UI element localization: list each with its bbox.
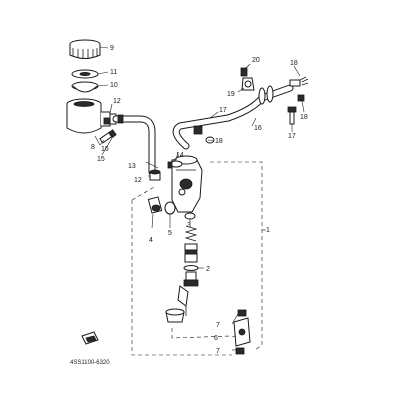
- clip-part: [81, 331, 99, 345]
- callout-5: 5: [168, 230, 172, 237]
- brake-hose: [172, 84, 294, 150]
- piston: [183, 271, 199, 287]
- nut-12: [149, 169, 161, 181]
- callout-1: 1: [266, 227, 270, 234]
- spring: [184, 225, 198, 242]
- callout-18-right: 18: [300, 114, 308, 121]
- reservoir-clamp: [103, 117, 111, 125]
- callout-20: 20: [252, 57, 260, 64]
- banjo-bolt-mid: [193, 125, 215, 144]
- callout-8: 8: [91, 144, 95, 151]
- o-ring-3: [184, 212, 196, 220]
- callout-16-left: 16: [101, 146, 109, 153]
- screw-top: [240, 67, 248, 77]
- callout-17-mid: 17: [219, 107, 227, 114]
- assembly-bracket: [131, 161, 263, 356]
- callout-17-right: 17: [288, 133, 296, 140]
- callout-13: 13: [128, 163, 136, 170]
- master-cylinder-body: [171, 155, 203, 213]
- callout-7-top: 7: [216, 322, 220, 329]
- washer-5: [164, 201, 176, 215]
- part-code: 4SS1100-6320: [70, 360, 110, 366]
- clevis: [233, 317, 251, 347]
- nut-7-top: [237, 309, 247, 317]
- nut-7-bottom: [235, 347, 245, 355]
- callout-11: 11: [110, 69, 117, 76]
- piston-cup: [184, 243, 198, 263]
- union-bolt-14: [167, 160, 183, 169]
- bolt-17-right: [287, 106, 297, 125]
- banjo-fitting-top: [241, 77, 255, 91]
- callout-7-bottom: 7: [216, 348, 220, 355]
- boot-4: [147, 196, 163, 214]
- callout-16-right: 16: [254, 125, 262, 132]
- banjo-bolt-right: [289, 76, 309, 102]
- boot: [165, 308, 185, 323]
- callout-2: 2: [206, 266, 210, 273]
- reservoir-cap: [69, 39, 101, 59]
- callout-10: 10: [110, 82, 118, 89]
- callout-3: 3: [187, 222, 191, 229]
- hose-guide: [258, 85, 274, 105]
- reservoir-bolt: [99, 129, 117, 144]
- reservoir-hose: [112, 115, 156, 176]
- callout-labels: 9 11 10 12 16 8 15 20 19 18 18 17 16 17 …: [91, 45, 308, 355]
- piston-ring: [183, 265, 199, 271]
- callout-12-lower: 12: [134, 177, 142, 184]
- leader-lines: [94, 46, 305, 351]
- reservoir-tank: [66, 98, 117, 134]
- callout-4: 4: [149, 237, 153, 244]
- callout-6: 6: [214, 335, 218, 342]
- callout-12-upper: 12: [113, 98, 121, 105]
- cap-plate: [71, 69, 99, 79]
- callout-18-top: 18: [290, 60, 298, 67]
- callout-9: 9: [110, 45, 114, 52]
- callout-18-mid: 18: [215, 138, 223, 145]
- hose-clip-upper: [117, 114, 124, 124]
- callout-19: 19: [227, 91, 235, 98]
- callout-15: 15: [97, 156, 105, 163]
- diaphragm: [71, 81, 99, 93]
- push-rod: [177, 285, 189, 316]
- callout-14: 14: [176, 152, 184, 159]
